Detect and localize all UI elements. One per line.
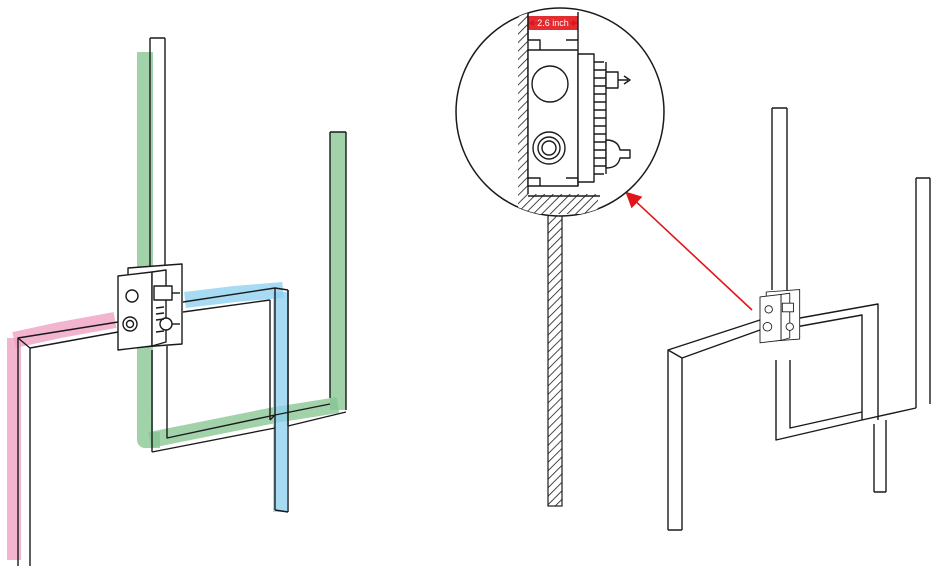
valve-side-face — [780, 292, 791, 341]
cold-supply-highlight — [184, 282, 287, 512]
valve-housing-ribs — [155, 306, 165, 333]
callout-pointer-arrow — [625, 191, 753, 311]
valve-top-port — [125, 289, 139, 303]
right-valve-body — [759, 289, 801, 344]
right-top-slab — [789, 303, 879, 420]
right-piping-drawing — [625, 107, 931, 531]
callout-wall-hatch — [518, 8, 528, 200]
hot-supply-highlight — [7, 312, 117, 560]
valve-bottom-port-inner — [125, 319, 135, 329]
callout-bottom-port-inner — [541, 140, 557, 156]
callout-stem-top — [605, 71, 619, 89]
right-left-branch — [667, 319, 761, 531]
valve-cartridge — [785, 322, 794, 331]
callout-valve-cover — [577, 53, 595, 183]
cold-horizontal-band — [184, 282, 284, 308]
wall-section-hatch — [547, 209, 563, 507]
hot-pipe-outline — [17, 321, 119, 566]
callout-bottom-port-ring — [537, 136, 561, 160]
callout-top-port — [531, 65, 569, 103]
cold-pipe-outline — [182, 287, 289, 513]
valve-bottom-port — [122, 316, 138, 332]
callout-stem-top-pin — [618, 75, 631, 85]
left-valve-body — [117, 263, 183, 351]
valve-top-port — [764, 305, 773, 314]
right-riser-outline — [771, 107, 788, 290]
callout-floor-hatch — [518, 194, 598, 214]
valve-housing — [759, 294, 782, 344]
connector-outline — [269, 290, 289, 426]
right-far-riser — [915, 177, 931, 408]
left-piping-drawing — [7, 37, 347, 566]
left-pipe-outlines — [17, 37, 347, 566]
callout-cover-fins — [594, 61, 607, 175]
right-lower-drop — [873, 420, 887, 493]
valve-stem-cap — [153, 285, 173, 301]
valve-stem-cap — [781, 302, 794, 313]
callout-stem-bottom — [605, 139, 631, 169]
dimension-label: 2.6 inch — [537, 18, 569, 28]
outlet-lower-outline — [151, 346, 276, 453]
outlet-riser-outline — [149, 37, 166, 268]
right-riser-outline — [274, 131, 347, 427]
outlet-highlight — [137, 52, 346, 448]
valve-housing — [117, 271, 153, 351]
right-bottom-run — [775, 360, 917, 441]
valve-bottom-port — [762, 321, 773, 332]
detail-callout: 2.6 inch — [455, 7, 665, 217]
